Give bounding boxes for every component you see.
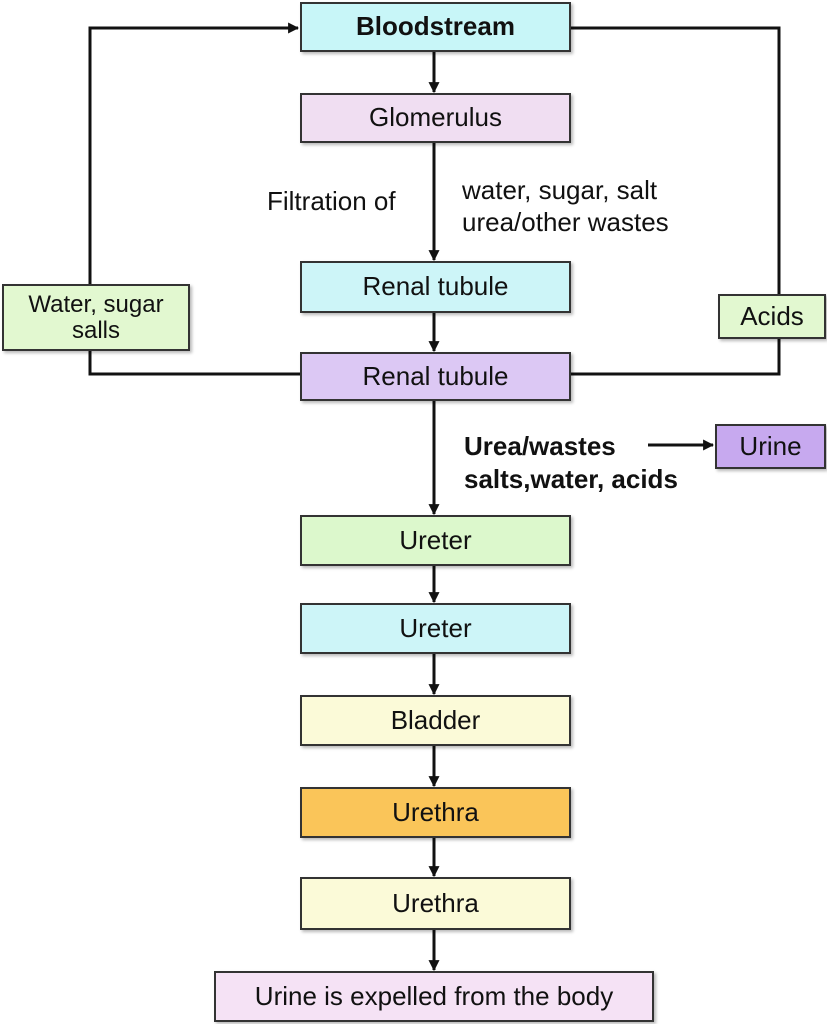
water-sugar-line1: Water, sugar [28,291,164,319]
node-urine-expelled: Urine is expelled from the body [214,971,654,1022]
node-urethra-2: Urethra [300,877,571,930]
node-bladder: Bladder [300,695,571,746]
label-filtration-of: Filtration of [267,186,396,216]
node-glomerulus: Glomerulus [300,93,571,143]
node-ureter-1: Ureter [300,515,571,566]
node-urethra-1: Urethra [300,787,571,838]
label-waste-line2: salts,water, acids [464,464,678,494]
loop-left-reabsorption [88,22,300,376]
node-water-sugar-salts: Water, sugar salls [2,284,190,351]
water-sugar-line2: salls [71,316,120,344]
node-acids: Acids [718,294,826,339]
label-filtered-line2: urea/other wastes [462,207,669,237]
label-filtered-line1: water, sugar, salt [462,175,658,205]
node-urine: Urine [715,424,826,469]
label-waste-line1: Urea/wastes [464,431,616,461]
node-renal-tubule-1: Renal tubule [300,261,571,313]
loop-right-acids [571,26,781,376]
node-renal-tubule-2: Renal tubule [300,352,571,401]
node-bloodstream: Bloodstream [300,2,571,52]
node-ureter-2: Ureter [300,603,571,654]
